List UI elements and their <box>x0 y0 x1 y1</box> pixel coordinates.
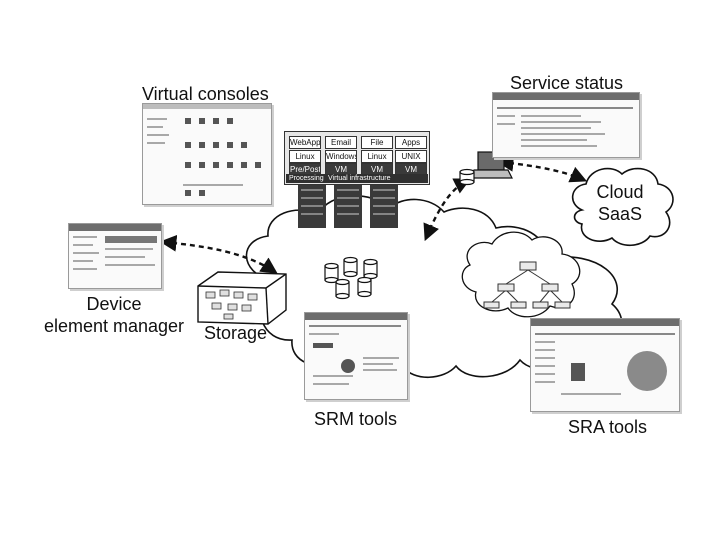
hierarchy-tree <box>483 261 571 309</box>
database-icon <box>343 256 358 278</box>
label-cloud-saas-line2: SaaS <box>597 204 643 224</box>
label-device-line1: Device <box>86 294 142 314</box>
database-icon <box>335 278 350 300</box>
service-status-screenshot <box>492 92 640 158</box>
label-sra-tools: SRA tools <box>568 417 648 437</box>
vm-app-cell: Apps <box>395 136 427 149</box>
label-virtual-consoles: Virtual consoles <box>142 84 269 104</box>
vm-app-cell: File <box>361 136 393 149</box>
label-srm-tools: SRM tools <box>314 409 398 429</box>
label-device-manager: Device element manager <box>36 293 192 337</box>
database-icon <box>459 168 475 186</box>
vm-processing-label: Processing <box>286 174 327 183</box>
label-storage: Storage <box>204 323 268 343</box>
arrow-laptop-saas <box>496 154 588 183</box>
vm-app-cell: WebApp <box>289 136 321 149</box>
vm-stack: WebApp Email File Apps Linux Windows Lin… <box>284 131 430 185</box>
saas-cloud <box>571 167 674 247</box>
vm-app-cell: Email <box>325 136 357 149</box>
database-icon <box>363 258 378 280</box>
storage-box <box>197 271 287 325</box>
label-cloud-saas: Cloud SaaS <box>590 181 650 225</box>
database-icon-group <box>324 256 378 300</box>
arrow-device-storage <box>159 234 278 274</box>
vm-os-cell: UNIX <box>395 150 427 163</box>
sra-tools-screenshot <box>530 318 680 412</box>
database-icon <box>357 276 372 298</box>
srm-tools-screenshot <box>304 312 408 400</box>
device-manager-screenshot <box>68 223 162 289</box>
database-icon <box>324 262 339 284</box>
virtual-consoles-screenshot <box>142 103 272 205</box>
vm-os-cell: Linux <box>289 150 321 163</box>
label-cloud-saas-line1: Cloud <box>596 182 644 202</box>
vm-os-cell: Linux <box>361 150 393 163</box>
server-racks <box>298 182 398 228</box>
label-service-status: Service status <box>510 73 624 93</box>
vm-infrastructure-label: Virtual infrastructure <box>325 174 428 183</box>
arrow-cloud-status <box>423 178 472 242</box>
vm-os-cell: Windows <box>325 150 357 163</box>
label-device-line2: element manager <box>43 316 185 336</box>
